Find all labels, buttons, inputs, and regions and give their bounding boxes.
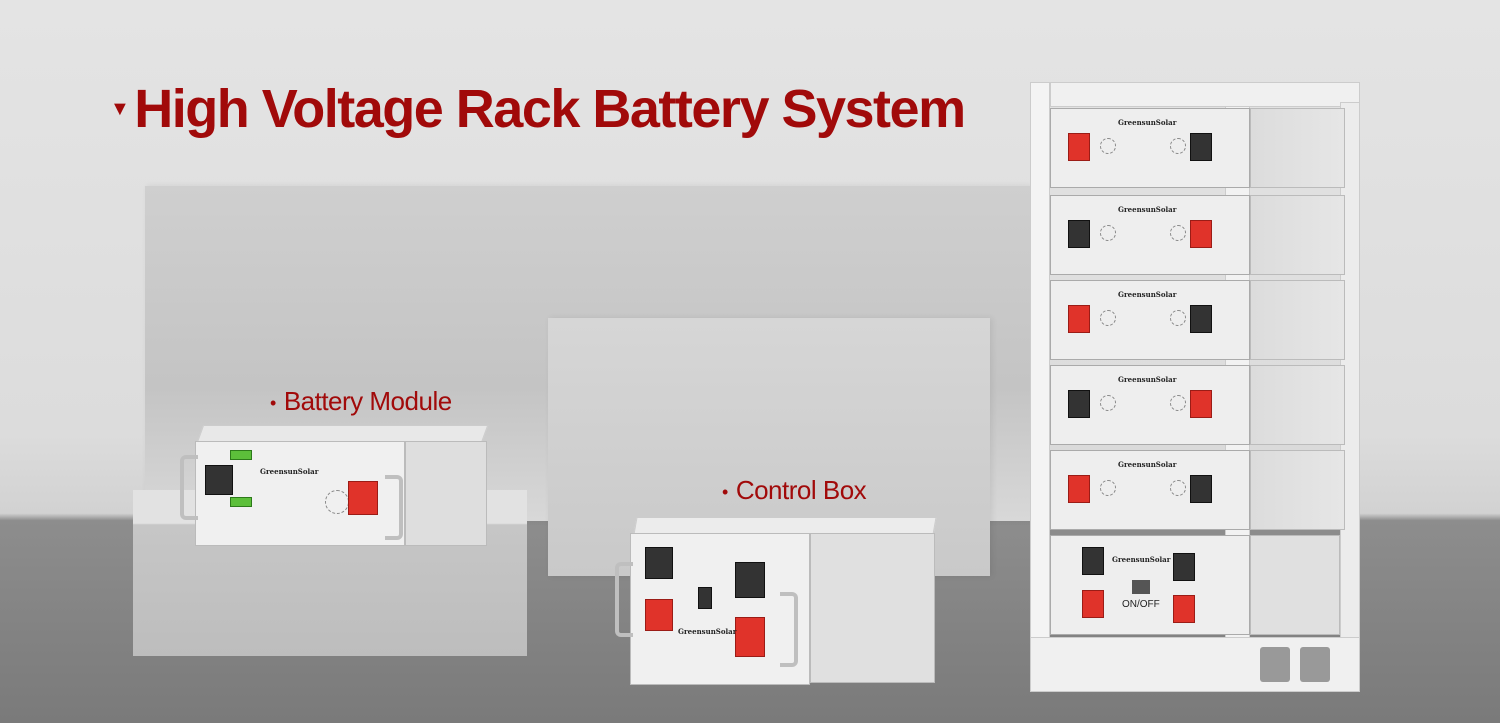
terminal <box>1068 305 1090 333</box>
terminal <box>1190 390 1212 418</box>
terminal <box>1190 220 1212 248</box>
fan-icon <box>1100 395 1116 411</box>
fan-icon <box>1100 225 1116 241</box>
fan-icon <box>1170 225 1186 241</box>
fan-icon <box>1170 480 1186 496</box>
rack-module-side <box>1250 108 1345 188</box>
fan-icon <box>1170 138 1186 154</box>
rack-module-side <box>1250 280 1345 360</box>
rack-control-unit: GreensunSolar ON/OFF <box>1050 535 1340 635</box>
rack-module-side <box>1250 195 1345 275</box>
brand-logo: GreensunSolar <box>260 467 319 476</box>
fan-icon <box>1100 480 1116 496</box>
brand-logo: GreensunSolar <box>1118 375 1177 384</box>
fan-icon <box>1170 395 1186 411</box>
fan-icon <box>1100 310 1116 326</box>
battery-module-label: • Battery Module <box>270 386 452 417</box>
chevron-down-icon: ▼ <box>110 97 130 120</box>
terminal <box>1068 390 1090 418</box>
on-off-label: ON/OFF <box>1122 599 1160 610</box>
brand-logo: GreensunSolar <box>1118 290 1177 299</box>
fan-icon <box>1170 310 1186 326</box>
terminal <box>1068 220 1090 248</box>
bullet: • <box>722 481 728 502</box>
fan-icon <box>1100 138 1116 154</box>
terminal <box>1068 475 1090 503</box>
title-text: High Voltage Rack Battery System <box>134 79 966 139</box>
brand-logo: GreensunSolar <box>1112 555 1171 564</box>
control-box-label: • Control Box <box>722 475 867 506</box>
brand-logo: GreensunSolar <box>1118 460 1177 469</box>
terminal <box>1190 475 1212 503</box>
brand-logo: GreensunSolar <box>1118 118 1177 127</box>
control-box-image: GreensunSolar <box>610 517 940 687</box>
bullet: • <box>270 392 276 413</box>
battery-module-image: GreensunSolar <box>180 425 490 550</box>
battery-module-label-text: Battery Module <box>283 386 452 416</box>
terminal <box>1190 133 1212 161</box>
terminal <box>1068 133 1090 161</box>
control-box-label-text: Control Box <box>735 475 867 505</box>
brand-logo: GreensunSolar <box>678 627 737 636</box>
brand-logo: GreensunSolar <box>1118 205 1177 214</box>
rack-module-side <box>1250 450 1345 530</box>
page-title: ▼ High Voltage Rack Battery System <box>110 78 966 140</box>
rack-module-side <box>1250 365 1345 445</box>
terminal <box>1190 305 1212 333</box>
